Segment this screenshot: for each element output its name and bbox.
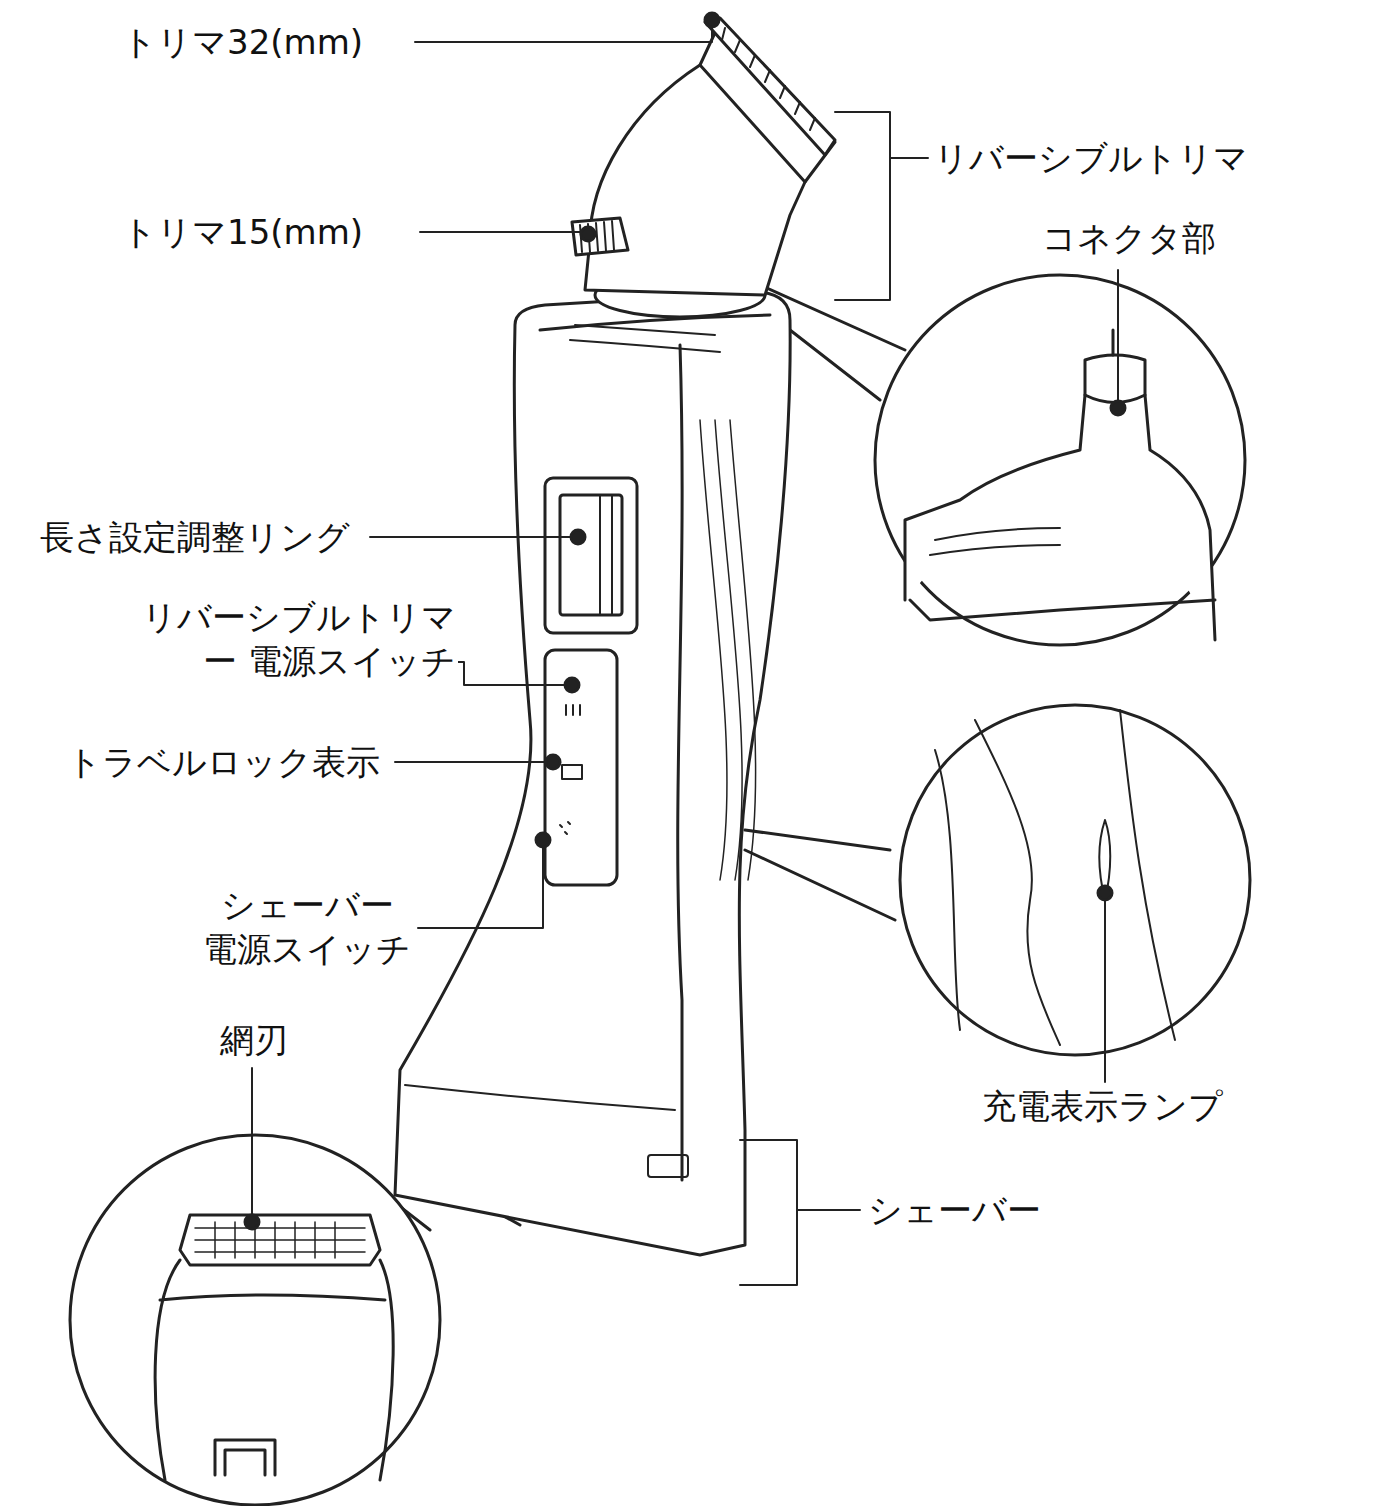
leader-line (395, 761, 550, 763)
leader-dot (245, 1215, 259, 1229)
leader-line (418, 846, 543, 928)
part-label: 網刃 (218, 1018, 290, 1062)
leader-dot (546, 755, 560, 769)
leader-dot (536, 833, 550, 847)
lock-icon (562, 765, 582, 779)
magnifier-circle (875, 275, 1245, 645)
part-label: シェーバー 電源スイッチ (200, 883, 415, 971)
leader-line (1117, 270, 1119, 402)
leader-dot (565, 678, 579, 692)
part-label: 充電表示ランプ (980, 1084, 1225, 1128)
foil-mesh (215, 1222, 335, 1258)
leader-dot (1111, 401, 1125, 415)
magnifier-circle (70, 1135, 440, 1505)
part-label: コネクタ部 (1040, 216, 1218, 260)
foil-head (180, 1215, 380, 1265)
trimmer-edge (700, 65, 805, 182)
leader-dot (571, 530, 585, 544)
switch-mark (560, 822, 570, 834)
part-label: リバーシブルトリマー 電源スイッチ (107, 595, 458, 683)
leader-dot (1098, 886, 1112, 900)
leader-line (420, 231, 585, 233)
part-label: トリマ32(mm) (120, 20, 365, 64)
foil-mesh (195, 1228, 365, 1252)
trimmer-comb (705, 18, 835, 155)
switch-mark (566, 705, 580, 715)
body-groove (930, 528, 1060, 555)
part-label: リバーシブルトリマ (932, 136, 1250, 180)
connector (1085, 355, 1145, 395)
body-groove (700, 420, 756, 880)
connector-pin (1112, 330, 1115, 355)
part-label: トリマ15(mm) (120, 210, 365, 254)
leader-line (370, 536, 574, 538)
body-edge (910, 600, 1215, 620)
connector-body (905, 395, 1215, 640)
leader-line (1104, 899, 1106, 1082)
part-label: トラベルロック表示 (65, 740, 382, 784)
body-edge (405, 1085, 675, 1110)
ring (600, 495, 612, 615)
leader-dot (705, 13, 719, 27)
bracket (740, 1140, 860, 1285)
leader-line (458, 662, 568, 685)
ring-window (560, 495, 622, 615)
bracket (835, 112, 928, 300)
shaver-body (395, 292, 790, 1255)
leader-line (415, 24, 712, 42)
magnifier-circle (900, 705, 1250, 1055)
leader-line (251, 1068, 253, 1218)
leader-dot (581, 227, 595, 241)
body-edge (935, 710, 1175, 1045)
comb-teeth (722, 28, 815, 130)
part-label: シェーバー (866, 1188, 1043, 1232)
comb-teeth (580, 221, 614, 252)
body-groove (570, 325, 720, 352)
magnifier-cone (745, 830, 895, 920)
body-edge (678, 345, 682, 1180)
part-label: 長さ設定調整リング (38, 515, 352, 559)
trimmer-comb (572, 218, 628, 255)
shaver-latch (648, 1155, 688, 1177)
ring-window (545, 478, 637, 633)
reversible-trimmer (585, 22, 835, 295)
foil-body (155, 1260, 393, 1480)
